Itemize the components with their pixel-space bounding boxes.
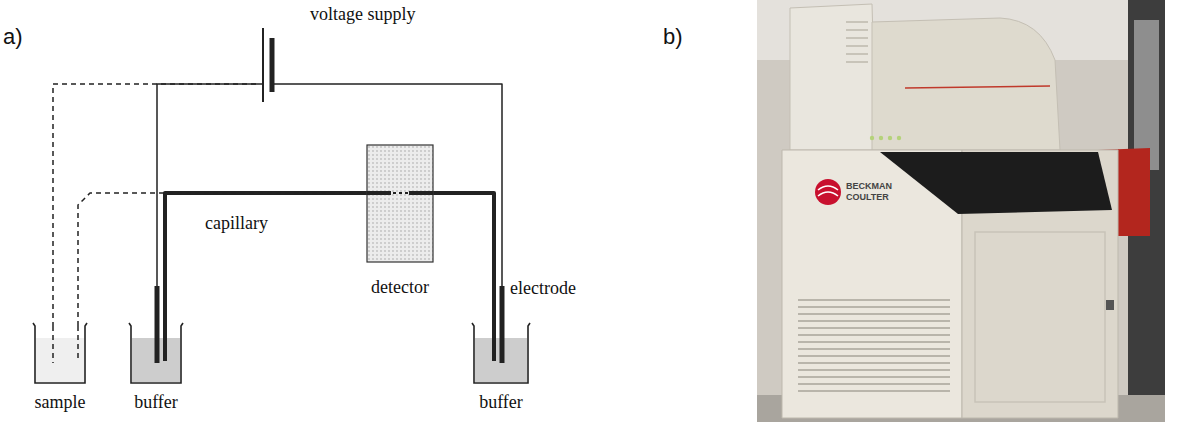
- sample-beaker: sample: [35, 326, 85, 383]
- instrument-photo: [757, 0, 1165, 422]
- beaker-outline: [35, 326, 85, 383]
- status-light: [879, 136, 883, 140]
- detector-housing: [367, 145, 433, 262]
- panel-letter: b): [663, 24, 683, 50]
- vent-slot: [798, 355, 950, 357]
- vent-slot: [846, 37, 868, 39]
- buffer-beaker: buffer: [131, 326, 181, 383]
- wire-stub: [256, 83, 263, 85]
- capillary-segment: [367, 191, 391, 195]
- vent-slot: [846, 53, 868, 55]
- electrode: [500, 286, 505, 363]
- black-lid: [880, 152, 1112, 214]
- vent-slot: [846, 45, 868, 47]
- node-label: buffer: [134, 392, 178, 412]
- battery-plate: [262, 28, 264, 102]
- capillary: [78, 193, 367, 326]
- vent-slot: [798, 334, 950, 336]
- capillary-end: [77, 326, 79, 361]
- capillary-end: [163, 326, 167, 361]
- vent-slot: [798, 390, 950, 392]
- liquid: [36, 338, 84, 382]
- capillary: [433, 193, 494, 326]
- vent-slot: [846, 29, 868, 31]
- battery-symbol: [256, 28, 280, 102]
- vent-slot: [798, 383, 950, 385]
- status-light: [897, 136, 901, 140]
- vent-grille: [798, 300, 950, 391]
- node-label: detector: [371, 277, 429, 297]
- beaker-outline: [474, 326, 528, 383]
- red-stripe: [905, 86, 1050, 88]
- vent-slot: [798, 376, 950, 378]
- instrument-hood: [872, 18, 1060, 150]
- vent-slot: [798, 313, 950, 315]
- company-logo: [815, 179, 841, 205]
- vent-slot: [798, 369, 950, 371]
- voltage-supply-symbol: voltage supply: [256, 28, 280, 102]
- beaker-outline: [131, 326, 181, 383]
- upper-module: [790, 4, 876, 150]
- vent-slot: [846, 21, 868, 23]
- electrode: [155, 286, 160, 363]
- connectors: [53, 84, 502, 326]
- upper-vents: [846, 22, 868, 62]
- beaker-wall: [33, 323, 87, 383]
- battery-plate: [270, 38, 275, 92]
- lab-wall: [757, 0, 1165, 422]
- electrode: [52, 326, 54, 363]
- capillary-end: [492, 326, 496, 361]
- detection-window: [393, 192, 408, 194]
- status-light: [888, 136, 892, 140]
- node-label: voltage supply: [310, 4, 416, 24]
- window-pane: [1134, 20, 1159, 170]
- vent-slot: [798, 327, 950, 329]
- status-light: [870, 136, 874, 140]
- vent-slot: [798, 362, 950, 364]
- buffer-beaker: buffer: [474, 326, 528, 383]
- part-label: electrode: [510, 277, 576, 299]
- node-label: sample: [35, 392, 86, 412]
- brand-name: BECKMAN COULTER: [846, 181, 908, 203]
- side-door: [975, 232, 1105, 402]
- vent-slot: [798, 299, 950, 301]
- panel-letter: a): [3, 24, 23, 50]
- vent-slot: [846, 61, 868, 63]
- detector-outline: [367, 145, 433, 262]
- vent-slot: [798, 320, 950, 322]
- vent-slot: [798, 348, 950, 350]
- wire: [157, 84, 256, 326]
- node-label: buffer: [479, 392, 523, 412]
- detector-box: detector: [367, 145, 433, 262]
- capillary: [165, 193, 367, 326]
- capillary-segment: [409, 191, 433, 195]
- logo-swoosh: [818, 186, 838, 196]
- power-switch: [1106, 300, 1114, 310]
- vent-slot: [798, 306, 950, 308]
- vent-slot: [798, 341, 950, 343]
- wire: [280, 84, 502, 326]
- connector-label: capillary: [205, 213, 268, 233]
